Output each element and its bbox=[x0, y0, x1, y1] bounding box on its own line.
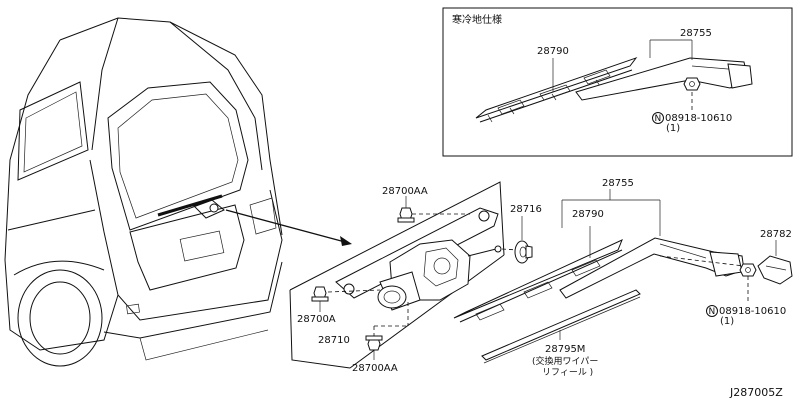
inset-nut-icon bbox=[683, 77, 701, 91]
arm-cap-icon bbox=[757, 255, 793, 285]
label-motor: 28710 bbox=[318, 335, 350, 346]
label-grommet-top: 28700AA bbox=[382, 186, 428, 197]
vehicle-rear-illustration bbox=[4, 17, 283, 367]
wiper-motor bbox=[377, 239, 502, 311]
wiper-arm bbox=[559, 237, 745, 299]
label-refill-note-2: リフィール ) bbox=[542, 368, 593, 378]
label-grommet-left: 28700A bbox=[297, 314, 336, 325]
inset-label-blade: 28790 bbox=[537, 46, 569, 57]
pivot-seal-icon bbox=[514, 240, 533, 264]
grommet-left-icon bbox=[311, 286, 329, 302]
label-nut: 08918-10610 bbox=[719, 306, 786, 317]
wiper-blade bbox=[453, 239, 623, 323]
nut-icon bbox=[739, 263, 757, 277]
inset-label-nut-qty: (1) bbox=[666, 123, 680, 134]
wiper-refill bbox=[481, 289, 641, 364]
inset-title: 寒冷地仕様 bbox=[452, 13, 502, 26]
grommet-bottom-icon bbox=[365, 335, 383, 351]
diagram-code: J287005Z bbox=[729, 386, 783, 399]
grommet-top-icon bbox=[397, 207, 415, 223]
svg-text:N: N bbox=[709, 307, 716, 317]
n-symbol-icon: N bbox=[706, 305, 718, 317]
inset-cold-region-spec: 寒冷地仕様 28790 28755 N bbox=[442, 7, 793, 157]
inset-label-arm: 28755 bbox=[680, 28, 712, 39]
label-cap: 28782 bbox=[760, 229, 792, 240]
label-refill: 28795M bbox=[545, 344, 585, 355]
label-refill-note-1: (交換用ワイパー bbox=[532, 355, 598, 367]
label-arm-group: 28755 bbox=[602, 178, 634, 189]
label-nut-qty: (1) bbox=[720, 316, 734, 327]
label-grommet-bottom: 28700AA bbox=[352, 363, 398, 374]
inset-wiper-arm bbox=[575, 57, 753, 101]
svg-text:N: N bbox=[655, 114, 662, 124]
label-pivot-seal: 28716 bbox=[510, 204, 542, 215]
inset-wiper-blade bbox=[475, 56, 638, 123]
inset-label-nut: 08918-10610 bbox=[665, 113, 732, 124]
inset-n-symbol-icon: N bbox=[652, 112, 664, 124]
label-blade: 28790 bbox=[572, 209, 604, 220]
callout-arrow bbox=[225, 209, 352, 246]
